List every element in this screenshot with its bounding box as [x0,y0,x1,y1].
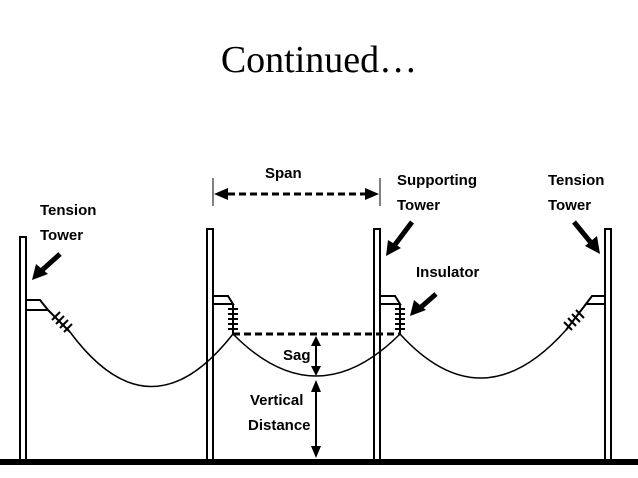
vertical-distance-label-line2: Distance [248,417,311,434]
tension-tower-right-label-line1: Tension [548,172,604,189]
insulator-right-tension [563,303,587,331]
conductor-span-3 [399,329,567,379]
vertical-distance-arrows [311,380,321,458]
tension-tower-left-label-line2: Tower [40,227,83,244]
tension-tower-left [19,236,51,461]
conductor-span-2 [232,333,401,377]
vertical-distance-label-line1: Vertical [250,392,303,409]
supporting-tower-label-line1: Supporting [397,172,477,189]
tension-tower-right [584,228,612,461]
pointer-arrows [32,220,600,316]
arrow-insulator [418,292,438,310]
supporting-tower-label-line2: Tower [397,197,440,214]
tension-tower-left-label-line1: Tension [40,202,96,219]
span-label: Span [265,165,302,182]
insulator-label: Insulator [416,264,480,281]
insulator-left-tension [47,309,73,333]
supporting-tower-1 [206,228,235,461]
slide-title: Continued… [220,39,418,81]
conductor-span-1 [69,331,234,388]
arrow-tension-right [572,220,594,246]
ground-line [0,459,638,465]
insulator-support-1 [228,304,238,334]
supporting-tower-2 [373,228,402,461]
tension-tower-right-label-line2: Tower [548,197,591,214]
sag-label: Sag [283,347,311,364]
insulator-support-2 [395,304,405,334]
sag-arrows [311,336,321,376]
arrow-tension-left [38,252,62,274]
arrow-supporting [392,220,414,248]
span-dimension [212,178,381,206]
